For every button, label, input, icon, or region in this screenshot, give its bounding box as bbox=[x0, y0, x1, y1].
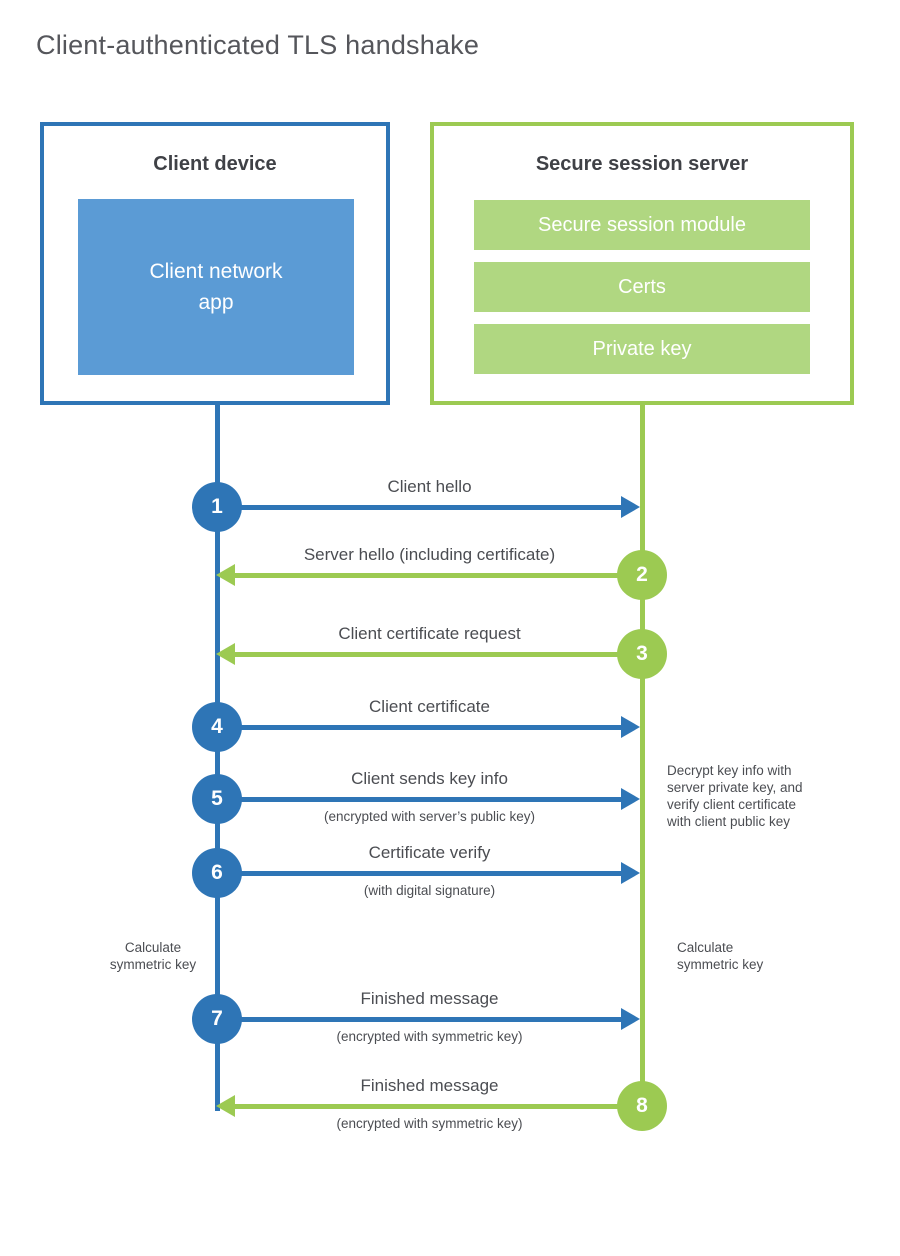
step-7-arrow-line bbox=[217, 1016, 621, 1022]
step-8-circle: 8 bbox=[617, 1081, 667, 1131]
step-5-label: Client sends key info bbox=[351, 769, 508, 788]
step-7-sublabel: (encrypted with symmetric key) bbox=[336, 1029, 523, 1044]
step-1-label: Client hello bbox=[387, 477, 472, 496]
step-8-sublabel: (encrypted with symmetric key) bbox=[336, 1116, 523, 1131]
step-4-arrow-line bbox=[217, 724, 621, 730]
calc-symmetric-left-line-2: symmetric key bbox=[109, 957, 197, 972]
step-3-arrow-line bbox=[235, 651, 642, 657]
calc-symmetric-right-line-2: symmetric key bbox=[677, 957, 764, 972]
step-3-circle: 3 bbox=[617, 629, 667, 679]
step-6-circle: 6 bbox=[192, 848, 242, 898]
client-network-app-label: Client network app bbox=[149, 259, 283, 315]
step-5-arrowhead-icon bbox=[621, 788, 640, 810]
server-lifeline bbox=[639, 405, 645, 1106]
step-5-sublabel: (encrypted with server’s public key) bbox=[323, 809, 536, 824]
step-7-label: Finished message bbox=[360, 989, 499, 1008]
server-module-certs: Certs bbox=[474, 262, 810, 312]
step-8-arrowhead-icon bbox=[216, 1095, 235, 1117]
secure-session-server-title: Secure session server bbox=[535, 153, 749, 175]
step-6-arrow-line bbox=[217, 870, 621, 876]
calculate-symmetric-key-note-server: Calculate symmetric key bbox=[677, 939, 807, 973]
server-decrypt-note: Decrypt key info with server private key,… bbox=[667, 762, 847, 830]
step-7-arrowhead-icon bbox=[621, 1008, 640, 1030]
step-5-circle: 5 bbox=[192, 774, 242, 824]
step-8-arrow-line bbox=[235, 1103, 642, 1109]
client-device-title: Client device bbox=[153, 153, 277, 175]
step-5-arrow-line bbox=[217, 796, 621, 802]
server-decrypt-note-line-3: verify client certificate bbox=[667, 797, 797, 812]
step-4-arrowhead-icon bbox=[621, 716, 640, 738]
server-decrypt-note-line-2: server private key, and bbox=[667, 780, 803, 795]
step-3-arrowhead-icon bbox=[216, 643, 235, 665]
secure-session-server-box: Secure session server Secure session mod… bbox=[430, 122, 854, 405]
client-device-box: Client device Client network app bbox=[40, 122, 390, 405]
page-title: Client-authenticated TLS handshake bbox=[36, 30, 480, 60]
calculate-symmetric-key-note-client: Calculate symmetric key bbox=[88, 939, 218, 973]
step-8-label: Finished message bbox=[360, 1076, 499, 1095]
step-2-circle: 2 bbox=[617, 550, 667, 600]
step-6-sublabel: (with digital signature) bbox=[363, 883, 496, 898]
step-3-label: Client certificate request bbox=[338, 624, 521, 643]
step-2-label: Server hello (including certificate) bbox=[303, 545, 556, 564]
calc-symmetric-left-line-1: Calculate bbox=[124, 940, 182, 955]
client-network-app-box: Client network app bbox=[78, 199, 354, 375]
step-2-arrowhead-icon bbox=[216, 564, 235, 586]
step-6-arrowhead-icon bbox=[621, 862, 640, 884]
step-2-arrow-line bbox=[235, 572, 642, 578]
step-6-label: Certificate verify bbox=[368, 843, 491, 862]
server-module-secure-session-module: Secure session module bbox=[474, 200, 810, 250]
step-1-arrowhead-icon bbox=[621, 496, 640, 518]
step-4-circle: 4 bbox=[192, 702, 242, 752]
server-decrypt-note-line-4: with client public key bbox=[667, 814, 791, 829]
server-module-private-key: Private key bbox=[474, 324, 810, 374]
step-4-label: Client certificate bbox=[369, 697, 490, 716]
server-decrypt-note-line-1: Decrypt key info with bbox=[667, 763, 792, 778]
calc-symmetric-right-line-1: Calculate bbox=[677, 940, 734, 955]
step-1-circle: 1 bbox=[192, 482, 242, 532]
step-7-circle: 7 bbox=[192, 994, 242, 1044]
step-1-arrow-line bbox=[217, 504, 621, 510]
client-lifeline bbox=[214, 405, 220, 1111]
